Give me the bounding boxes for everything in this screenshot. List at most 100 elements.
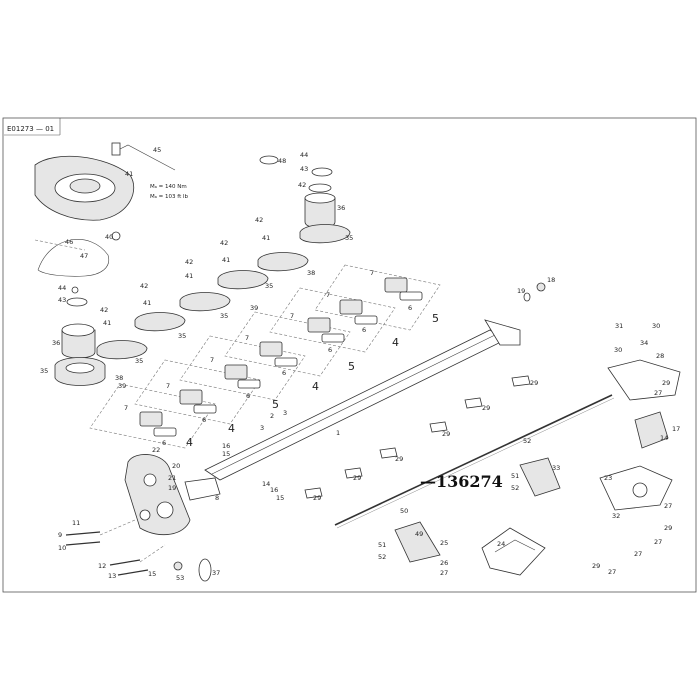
group-number-5b: 5 xyxy=(348,360,355,373)
callout-53: 53 xyxy=(176,574,184,582)
assembly-groups xyxy=(89,264,441,449)
callout-41f: 41 xyxy=(103,319,111,327)
callout-30a: 30 xyxy=(652,322,660,330)
callout-29a: 29 xyxy=(530,379,538,387)
callout-44b: 44 xyxy=(300,151,308,159)
bracket-33 xyxy=(519,457,561,497)
diagram-code-suffix: — 01 xyxy=(36,125,54,133)
callout-27d: 27 xyxy=(654,538,662,546)
drive-shaft-edge xyxy=(336,397,615,529)
callout-42a: 42 xyxy=(298,181,306,189)
callout-27a: 27 xyxy=(440,569,448,577)
callout-51b: 51 xyxy=(378,541,386,549)
callout-49: 49 xyxy=(415,530,423,538)
callout-36a: 36 xyxy=(52,339,60,347)
callout-35e: 35 xyxy=(178,332,186,340)
callout-16b: 16 xyxy=(270,486,278,494)
callout-12: 12 xyxy=(98,562,106,570)
disc-carriers xyxy=(96,224,351,360)
torque-spec-1: Mₐ = 140 Nm xyxy=(150,184,187,190)
callout-6b: 6 xyxy=(362,326,366,334)
callout-42c: 42 xyxy=(220,239,228,247)
callout-6e: 6 xyxy=(246,392,250,400)
callout-38a: 38 xyxy=(307,269,315,277)
callout-34: 34 xyxy=(640,339,648,347)
group-number-4c: 4 xyxy=(228,422,235,435)
bearing-housing-top xyxy=(259,155,336,229)
nut-18 xyxy=(536,282,546,292)
callout-52b: 52 xyxy=(511,484,519,492)
cutter-bar xyxy=(204,319,521,481)
callout-42e: 42 xyxy=(140,282,148,290)
callout-27c: 27 xyxy=(664,502,672,510)
callout-15c: 15 xyxy=(148,570,156,578)
skid-24 xyxy=(481,527,546,576)
diagram-code: E01273 xyxy=(7,125,34,133)
callout-31: 31 xyxy=(615,322,623,330)
callout-7a: 7 xyxy=(370,269,374,277)
callout-29h: 29 xyxy=(664,524,672,532)
callout-14: 14 xyxy=(262,480,270,488)
callout-51a: 51 xyxy=(511,472,519,480)
callout-22: 22 xyxy=(152,446,160,454)
callout-6a: 6 xyxy=(408,304,412,312)
callout-41d: 41 xyxy=(185,272,193,280)
callout-35a: 35 xyxy=(40,367,48,375)
callout-27e: 27 xyxy=(634,550,642,558)
callout-17: 17 xyxy=(672,425,680,433)
callout-7d: 7 xyxy=(245,334,249,342)
disc-37 xyxy=(198,558,212,582)
callout-29f: 29 xyxy=(313,494,321,502)
callout-29e: 29 xyxy=(353,474,361,482)
callout-24: 24 xyxy=(497,540,505,548)
torque-spec-2: Mₐ = 103 ft lb xyxy=(150,194,189,200)
bearing-housing-left xyxy=(54,286,106,386)
pinion-units xyxy=(139,277,423,437)
callout-40: 40 xyxy=(105,233,113,241)
callout-41b: 41 xyxy=(262,234,270,242)
callout-14b: 14 xyxy=(660,434,668,442)
callout-6g: 6 xyxy=(162,439,166,447)
gear-housing-top xyxy=(34,142,176,221)
drive-shaft xyxy=(334,394,613,526)
callout-27b: 27 xyxy=(654,389,662,397)
callout-26a: 26 xyxy=(440,559,448,567)
callout-29d: 29 xyxy=(395,455,403,463)
callout-29c: 29 xyxy=(442,430,450,438)
callout-32: 32 xyxy=(612,512,620,520)
callout-11: 11 xyxy=(72,519,80,527)
plug-53 xyxy=(173,561,183,571)
callout-20: 20 xyxy=(172,462,180,470)
callout-21: 21 xyxy=(168,474,176,482)
callout-9: 9 xyxy=(58,531,62,539)
callout-19b: 19 xyxy=(168,484,176,492)
callout-46: 46 xyxy=(65,238,73,246)
callout-47: 47 xyxy=(80,252,88,260)
callout-25a: 25 xyxy=(440,539,448,547)
bracket-49 xyxy=(394,521,441,563)
right-end-assembly xyxy=(599,359,681,511)
washer-19 xyxy=(523,292,531,302)
callout-50: 50 xyxy=(400,507,408,515)
callout-13: 13 xyxy=(108,572,116,580)
callout-28: 28 xyxy=(656,352,664,360)
callout-30b: 30 xyxy=(614,346,622,354)
callout-48: 48 xyxy=(278,157,286,165)
callout-18: 18 xyxy=(547,276,555,284)
callout-42f: 42 xyxy=(100,306,108,314)
callout-45: 45 xyxy=(153,146,161,154)
callout-44a: 44 xyxy=(58,284,66,292)
group-number-4b: 4 xyxy=(312,380,319,393)
callout-6d: 6 xyxy=(282,369,286,377)
callout-3b: 3 xyxy=(260,424,264,432)
callout-38b: 38 xyxy=(115,374,123,382)
callout-7b: 7 xyxy=(326,291,330,299)
callout-52c: 52 xyxy=(378,553,386,561)
callout-35d: 35 xyxy=(220,312,228,320)
callout-16: 16 xyxy=(222,442,230,450)
callout-42d: 42 xyxy=(185,258,193,266)
callout-43b: 43 xyxy=(300,165,308,173)
callout-3a: 3 xyxy=(283,409,287,417)
callout-33: 33 xyxy=(552,464,560,472)
